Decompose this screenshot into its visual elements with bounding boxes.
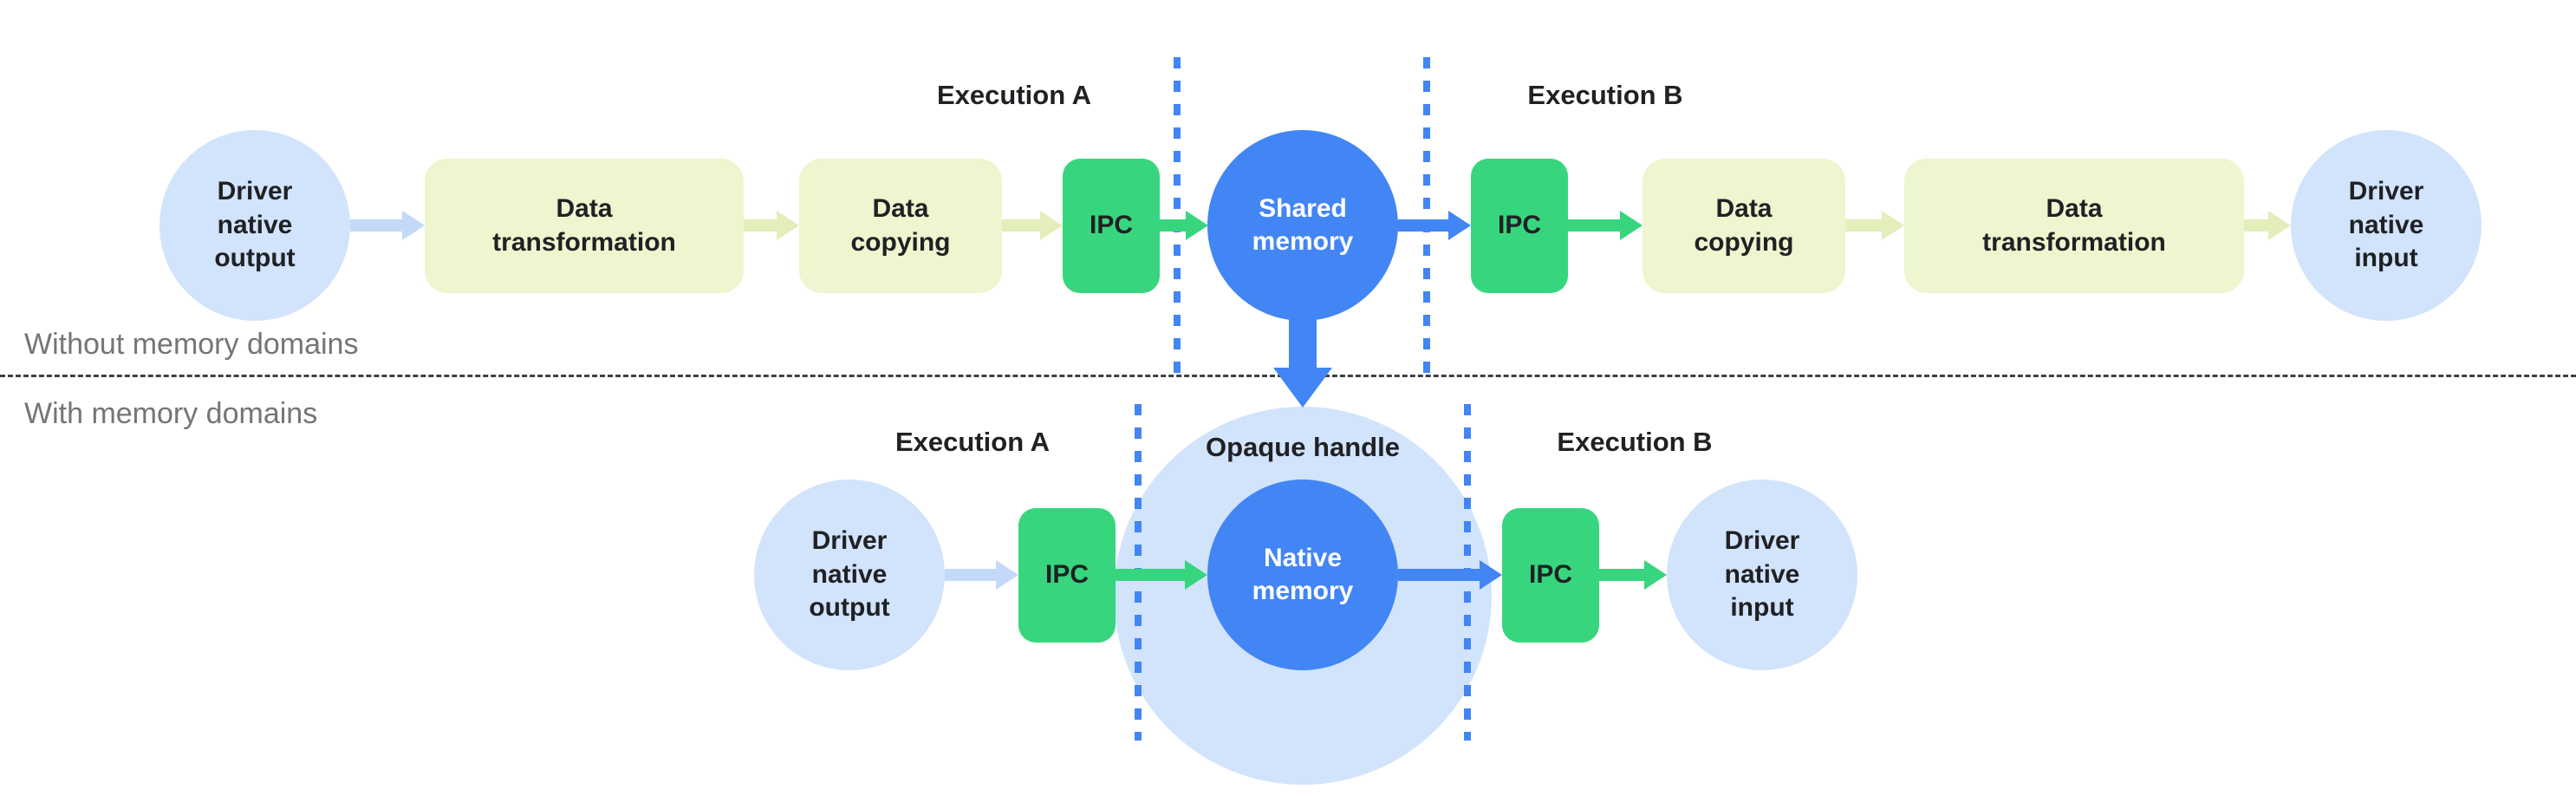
driver-native-input-node: Driver native input	[2291, 130, 2482, 321]
arrow-copying-to-transformation	[1845, 219, 1904, 232]
shared-to-native-arrow-head	[1273, 368, 1332, 408]
execution-b-label-top: Execution B	[1527, 80, 1683, 110]
data-copying-box-right: Data copying	[1643, 159, 1845, 293]
data-transformation-box-left: Data transformation	[425, 159, 744, 293]
execution-boundary-line-top-right	[1423, 57, 1430, 378]
arrow-shared-memory-to-ipc	[1398, 219, 1471, 232]
arrow-copying-to-ipc	[1002, 219, 1063, 232]
shared-memory-node: Shared memory	[1207, 130, 1398, 321]
arrow-transformation-to-input	[2244, 219, 2291, 232]
shared-to-native-arrow-shaft	[1289, 314, 1317, 369]
execution-b-label-bottom: Execution B	[1557, 427, 1713, 457]
arrow-ipc-to-native-memory	[1116, 569, 1207, 581]
data-copying-box-left: Data copying	[799, 159, 1002, 293]
arrow-output-to-ipc-bottom	[945, 569, 1018, 581]
ipc-box-bottom-left: IPC	[1018, 508, 1116, 643]
arrow-native-memory-to-ipc	[1398, 569, 1502, 581]
with-memory-domains-label: With memory domains	[24, 397, 318, 430]
execution-boundary-line-top-left	[1174, 57, 1181, 378]
ipc-box-top-right: IPC	[1471, 159, 1568, 293]
arrow-transformation-to-copying	[744, 219, 799, 232]
arrow-ipc-to-shared-memory	[1160, 219, 1208, 232]
execution-a-label-top: Execution A	[937, 80, 1091, 110]
without-memory-domains-label: Without memory domains	[24, 328, 359, 361]
ipc-box-top-left: IPC	[1063, 159, 1160, 293]
execution-a-label-bottom: Execution A	[895, 427, 1050, 457]
driver-native-input-node-bottom: Driver native input	[1667, 480, 1857, 670]
arrow-output-to-transformation	[350, 219, 425, 232]
arrow-ipc-to-input-bottom	[1599, 569, 1667, 581]
native-memory-node: Native memory	[1207, 480, 1398, 670]
driver-native-output-node: Driver native output	[159, 130, 350, 321]
data-transformation-box-right: Data transformation	[1904, 159, 2244, 293]
arrow-ipc-to-copying	[1568, 219, 1643, 232]
ipc-box-bottom-right: IPC	[1502, 508, 1599, 643]
driver-native-output-node-bottom: Driver native output	[754, 480, 945, 670]
opaque-handle-label: Opaque handle	[1206, 432, 1400, 462]
